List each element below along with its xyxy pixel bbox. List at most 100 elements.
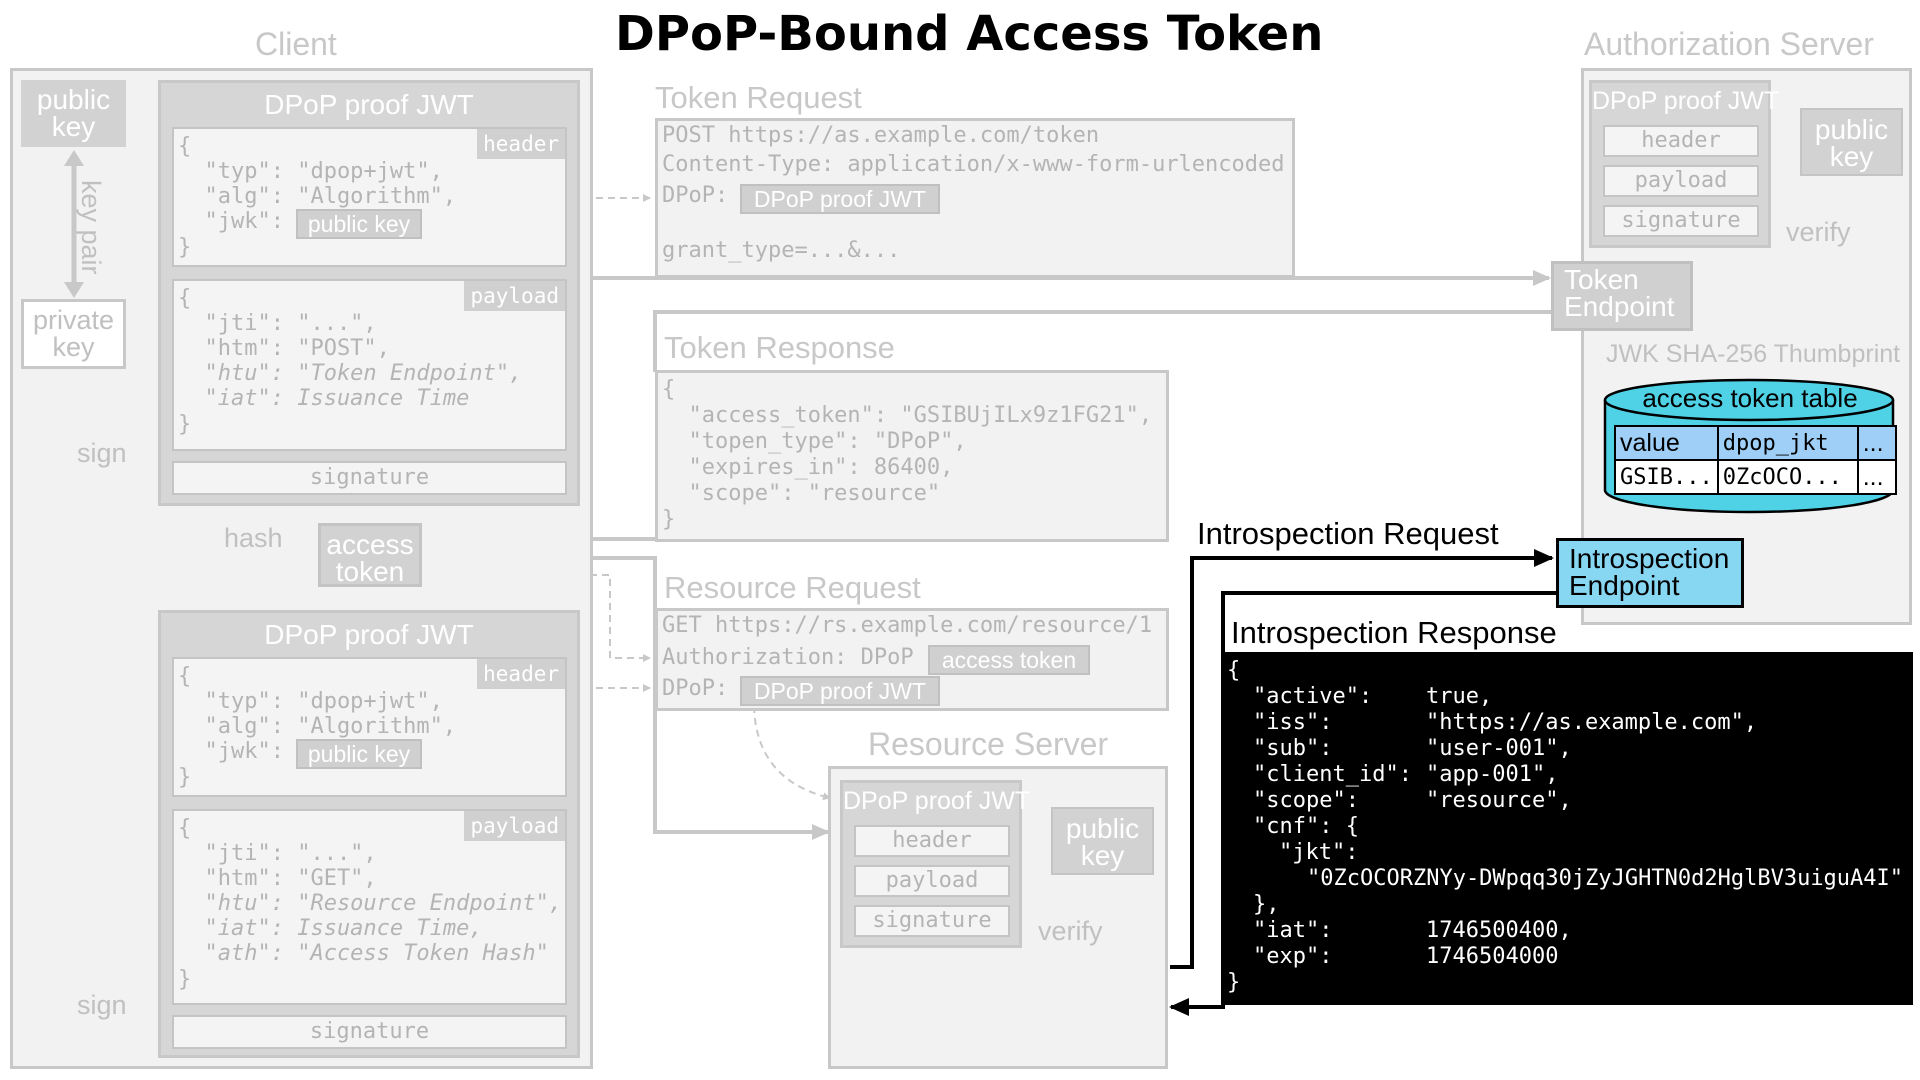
ir-iss-val: "https://as.example.com", bbox=[1426, 710, 1758, 735]
token-request-proof-chip: DPoP proof JWT bbox=[740, 184, 940, 214]
jwk-thumbprint-label: JWK SHA-256 Thumbprint bbox=[1606, 340, 1901, 368]
proof2-header-l3: "jwk": bbox=[178, 739, 284, 764]
as-header: header bbox=[1603, 125, 1759, 157]
client-private-key: private key bbox=[21, 299, 126, 369]
proof2-header-l1: "typ": "dpop+jwt", bbox=[178, 689, 443, 714]
rs-payload: payload bbox=[854, 865, 1010, 897]
ir-jkt-val: "0ZcOCORZNYy-DWpqq30jZyJGHTN0d2HglBV3uig… bbox=[1307, 866, 1904, 891]
ir-active-key: "active": bbox=[1253, 684, 1373, 709]
ir-client-id-val: "app-001", bbox=[1426, 762, 1559, 787]
proof2-payload-l6: } bbox=[178, 967, 192, 992]
client-label: Client bbox=[255, 26, 337, 62]
resource-request-line2-prefix: Authorization: DPoP bbox=[662, 645, 914, 670]
proof1-payload-l4: "iat": Issuance Time bbox=[178, 386, 470, 411]
ir-jkt-key: "jkt": bbox=[1279, 840, 1359, 865]
proof2-payload-l3: "htu": "Resource Endpoint", bbox=[178, 891, 563, 916]
proof2-payload-l4: "iat": Issuance Time, bbox=[178, 916, 483, 941]
rs-signature: signature bbox=[854, 905, 1010, 937]
token-response-l1: "access_token": "GSIBUjILx9z1FG21", bbox=[662, 403, 1153, 428]
proof2-payload-l1: "jti": "...", bbox=[178, 841, 377, 866]
proof1-header: header { "typ": "dpop+jwt", "alg": "Algo… bbox=[172, 127, 567, 267]
proof2-header: header { "typ": "dpop+jwt", "alg": "Algo… bbox=[172, 657, 567, 797]
hash-label: hash bbox=[224, 523, 283, 553]
sign-label-2: sign bbox=[77, 990, 127, 1020]
ir-iat-val: 1746500400, bbox=[1426, 918, 1572, 943]
page-title: DPoP-Bound Access Token bbox=[615, 6, 1324, 62]
as-proof-title: DPoP proof JWT bbox=[1592, 87, 1780, 115]
introspection-request-label: Introspection Request bbox=[1197, 516, 1499, 551]
proof1-jwk-chip: public key bbox=[296, 209, 422, 239]
as-verify-label: verify bbox=[1786, 217, 1851, 247]
introspection-response-panel: { "active": true, "iss": "https://as.exa… bbox=[1223, 652, 1913, 1005]
resource-request-token-chip: access token bbox=[928, 645, 1090, 675]
table-row: GSIB... 0ZcOCO... ... bbox=[1614, 459, 1897, 495]
ir-client-id-key: "client_id": bbox=[1253, 762, 1412, 787]
access-token-table-title: access token table bbox=[1642, 383, 1858, 413]
token-response-l5: } bbox=[662, 507, 676, 532]
ir-close: } bbox=[1227, 970, 1241, 995]
ir-exp-val: 1746504000 bbox=[1426, 944, 1559, 969]
proof1-header-l0: { bbox=[178, 134, 192, 159]
key-pair-arrow bbox=[64, 150, 84, 298]
proof2-header-l0: { bbox=[178, 664, 192, 689]
ir-cnf-close: }, bbox=[1253, 892, 1280, 917]
auth-server-label: Authorization Server bbox=[1584, 26, 1874, 62]
ir-exp-key: "exp": bbox=[1253, 944, 1333, 969]
token-response-label: Token Response bbox=[664, 330, 895, 365]
proof2-payload-l2: "htm": "GET", bbox=[178, 866, 377, 891]
rs-header: header bbox=[854, 825, 1010, 857]
proof2-header-l2: "alg": "Algorithm", bbox=[178, 714, 457, 739]
ir-cnf-key: "cnf": { bbox=[1253, 814, 1359, 839]
table-cell: ... bbox=[1856, 459, 1897, 495]
token-request-line1: POST https://as.example.com/token bbox=[662, 123, 1100, 148]
token-request-line4: grant_type=...&... bbox=[662, 238, 901, 263]
ir-iat-key: "iat": bbox=[1253, 918, 1333, 943]
proof2-title: DPoP proof JWT bbox=[264, 619, 474, 650]
as-proof-jwt: DPoP proof JWT header payload signature bbox=[1589, 80, 1780, 248]
proof1-title: DPoP proof JWT bbox=[264, 89, 474, 120]
proof1-header-tag: header bbox=[477, 129, 565, 159]
introspection-endpoint: Introspection Endpoint bbox=[1556, 538, 1744, 608]
sign-label-1: sign bbox=[77, 438, 127, 468]
proof1-payload-l2: "htm": "POST", bbox=[178, 336, 390, 361]
proof1-payload-l1: "jti": "...", bbox=[178, 311, 377, 336]
rs-public-key: public key bbox=[1051, 807, 1154, 875]
table-header-cell: value bbox=[1614, 425, 1719, 461]
resource-request-label: Resource Request bbox=[664, 570, 921, 605]
token-response-l4: "scope": "resource" bbox=[662, 481, 941, 506]
token-endpoint: Token Endpoint bbox=[1551, 261, 1693, 331]
resource-request-panel: GET https://rs.example.com/resource/1 Au… bbox=[655, 608, 1169, 711]
proof1-header-l3: "jwk": bbox=[178, 209, 284, 234]
rs-proof-jwt: DPoP proof JWT header payload signature bbox=[840, 780, 1030, 948]
client-proof-jwt-2: DPoP proof JWT header { "typ": "dpop+jwt… bbox=[158, 610, 580, 1058]
token-response-l2: "topen_type": "DPoP", bbox=[662, 429, 967, 454]
proof2-header-tag: header bbox=[477, 659, 565, 689]
table-cell: GSIB... bbox=[1614, 459, 1719, 495]
resource-request-line1: GET https://rs.example.com/resource/1 bbox=[662, 613, 1153, 638]
proof2-payload-l0: { bbox=[178, 816, 192, 841]
proof2-payload-l5: "ath": "Access Token Hash" bbox=[178, 941, 549, 966]
token-request-label: Token Request bbox=[655, 80, 862, 115]
ir-active-val: true, bbox=[1426, 684, 1493, 709]
ir-sub-key: "sub": bbox=[1253, 736, 1333, 761]
proof2-payload-tag: payload bbox=[464, 811, 565, 841]
table-header-cell: dpop_jkt bbox=[1716, 425, 1859, 461]
client-public-key: public key bbox=[21, 80, 126, 147]
proof1-header-l1: "typ": "dpop+jwt", bbox=[178, 159, 443, 184]
proof2-signature: signature bbox=[172, 1015, 567, 1049]
key-pair-label: key pair bbox=[76, 180, 106, 275]
resource-request-line3-prefix: DPoP: bbox=[662, 676, 729, 701]
as-signature: signature bbox=[1603, 205, 1759, 237]
introspection-response-label: Introspection Response bbox=[1231, 615, 1557, 650]
token-response-l0: { bbox=[662, 377, 676, 402]
token-request-line2: Content-Type: application/x-www-form-url… bbox=[662, 152, 1285, 177]
proof1-payload: payload { "jti": "...", "htm": "POST", "… bbox=[172, 279, 567, 451]
access-token-grid: value dpop_jkt ... GSIB... 0ZcOCO... ... bbox=[1614, 425, 1897, 495]
rs-verify-label: verify bbox=[1038, 916, 1103, 946]
table-header-row: value dpop_jkt ... bbox=[1614, 425, 1897, 461]
proof2-payload: payload { "jti": "...", "htm": "GET", "h… bbox=[172, 809, 567, 1005]
client-access-token: access token bbox=[318, 523, 422, 587]
proof1-header-l2: "alg": "Algorithm", bbox=[178, 184, 457, 209]
resource-request-proof-chip: DPoP proof JWT bbox=[740, 676, 940, 706]
